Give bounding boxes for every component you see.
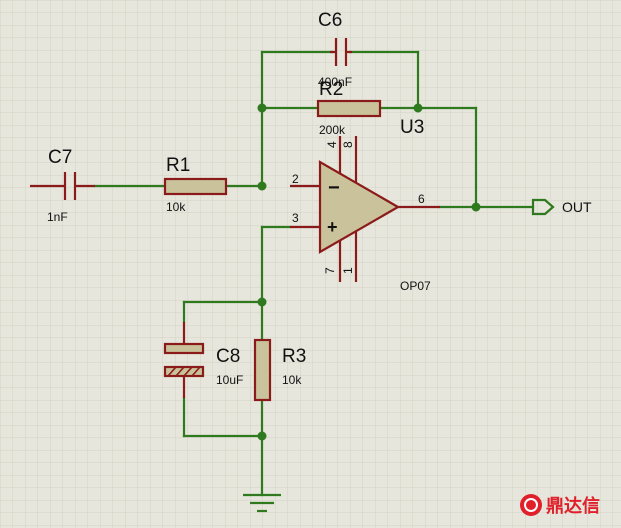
capacitor-c8[interactable]: C8 10uF [163,322,243,398]
opamp-u3[interactable]: − + 2 3 6 4 8 7 1 U3 OP07 [290,117,440,293]
watermark-logo: 鼎达信 [520,494,600,516]
pin-7-label: 7 [323,267,337,274]
junction-dot [257,431,267,441]
resistor-r1[interactable]: R1 10k [163,155,228,214]
junction-dot [413,103,423,113]
resistor-r3[interactable]: R3 10k [253,338,306,402]
ground-symbol [243,493,281,513]
c6-ref: C6 [318,10,342,31]
out-label: OUT [562,199,592,215]
junction-dot [257,181,267,191]
r1-ref: R1 [166,155,190,176]
c7-value: 1nF [47,210,68,224]
resistor-r2[interactable]: R2 200k [316,79,382,137]
r3-ref: R3 [282,346,306,367]
r2-value: 200k [319,123,346,137]
u3-ref: U3 [400,117,424,138]
r1-value: 10k [166,200,186,214]
watermark-text: 鼎达信 [546,495,600,516]
r3-value: 10k [282,373,302,387]
c6-value: 400nF [318,75,352,89]
minus-sign: − [328,177,340,199]
junctions [257,103,481,441]
c7-ref: C7 [48,147,72,168]
c8-ref: C8 [216,346,240,367]
junction-dot [471,202,481,212]
pin-3-label: 3 [292,211,299,225]
junction-dot [257,103,267,113]
pin-4-label: 4 [325,141,339,148]
pin-1-label: 1 [341,267,355,274]
wires [93,50,535,497]
watermark-icon [520,494,542,516]
pin-6-label: 6 [418,192,425,206]
pin-2-label: 2 [292,172,299,186]
r2-ref: R2 [319,79,343,100]
junction-dot [257,297,267,307]
pin-8-label: 8 [341,141,355,148]
capacitor-c7[interactable]: C7 1nF [30,147,95,224]
c8-value: 10uF [216,373,243,387]
plus-sign: + [327,217,338,237]
output-terminal[interactable]: OUT [531,198,592,216]
u3-value: OP07 [400,279,431,293]
capacitor-c6[interactable]: C6 400nF [318,10,352,89]
